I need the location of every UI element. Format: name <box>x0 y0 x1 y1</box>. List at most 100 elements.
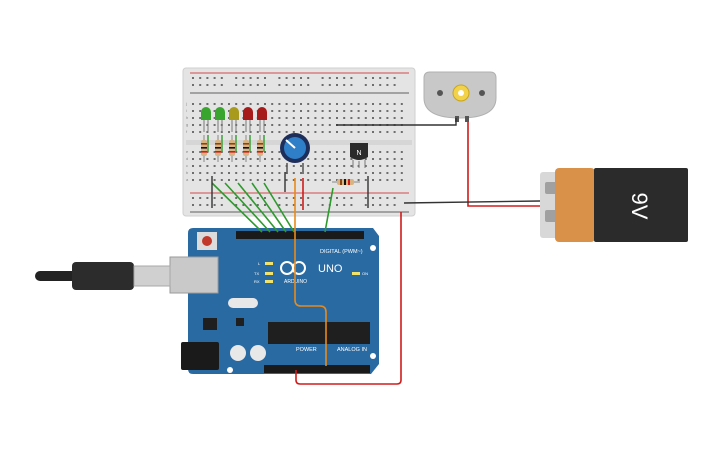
led[interactable] <box>201 107 211 162</box>
breadboard-hole[interactable] <box>379 165 382 167</box>
breadboard-hole[interactable] <box>321 110 324 112</box>
breadboard-hole[interactable] <box>300 117 302 119</box>
breadboard-hole[interactable] <box>343 77 346 79</box>
breadboard-hole[interactable] <box>264 84 266 86</box>
breadboard-hole[interactable] <box>307 165 310 167</box>
breadboard-hole[interactable] <box>364 179 367 181</box>
breadboard-hole[interactable] <box>357 110 360 112</box>
breadboard-hole[interactable] <box>328 197 331 199</box>
breadboard-hole[interactable] <box>256 179 259 181</box>
breadboard-hole[interactable] <box>213 179 216 181</box>
breadboard-hole[interactable] <box>192 172 194 174</box>
breadboard-hole[interactable] <box>278 117 281 119</box>
breadboard-hole[interactable] <box>328 131 331 133</box>
breadboard-hole[interactable] <box>271 165 274 167</box>
breadboard-hole[interactable] <box>364 77 367 79</box>
breadboard-hole[interactable] <box>213 172 216 174</box>
breadboard-hole[interactable] <box>278 158 281 160</box>
breadboard-hole[interactable] <box>249 165 252 167</box>
breadboard-hole[interactable] <box>386 131 389 133</box>
breadboard-hole[interactable] <box>386 165 389 167</box>
breadboard-hole[interactable] <box>372 84 374 86</box>
breadboard-hole[interactable] <box>220 197 223 199</box>
breadboard-hole[interactable] <box>400 172 403 174</box>
breadboard-hole[interactable] <box>350 172 353 174</box>
breadboard-hole[interactable] <box>328 110 331 112</box>
breadboard-hole[interactable] <box>278 165 281 167</box>
breadboard-hole[interactable] <box>206 158 209 160</box>
breadboard-hole[interactable] <box>206 172 209 174</box>
breadboard-hole[interactable] <box>220 77 223 79</box>
breadboard-hole[interactable] <box>256 172 259 174</box>
breadboard-hole[interactable] <box>300 197 302 199</box>
breadboard-hole[interactable] <box>278 77 281 79</box>
breadboard-hole[interactable] <box>400 103 403 105</box>
breadboard-hole[interactable] <box>314 179 317 181</box>
breadboard-hole[interactable] <box>199 84 202 86</box>
breadboard-hole[interactable] <box>285 179 288 181</box>
breadboard-hole[interactable] <box>328 158 331 160</box>
breadboard-hole[interactable] <box>249 172 252 174</box>
breadboard-hole[interactable] <box>271 172 274 174</box>
breadboard-hole[interactable] <box>350 158 353 160</box>
breadboard-hole[interactable] <box>192 165 194 167</box>
breadboard-hole[interactable] <box>328 124 331 126</box>
breadboard-hole[interactable] <box>314 103 317 105</box>
breadboard-hole[interactable] <box>321 103 324 105</box>
breadboard-hole[interactable] <box>300 124 302 126</box>
breadboard-hole[interactable] <box>256 84 259 86</box>
breadboard-hole[interactable] <box>235 84 238 86</box>
breadboard-hole[interactable] <box>393 117 396 119</box>
breadboard-hole[interactable] <box>256 197 259 199</box>
breadboard-hole[interactable] <box>314 124 317 126</box>
breadboard-hole[interactable] <box>242 165 245 167</box>
breadboard-hole[interactable] <box>192 84 194 86</box>
breadboard-hole[interactable] <box>264 204 266 206</box>
breadboard-hole[interactable] <box>393 179 396 181</box>
breadboard-hole[interactable] <box>206 204 209 206</box>
breadboard-hole[interactable] <box>307 197 310 199</box>
breadboard-hole[interactable] <box>192 179 194 181</box>
breadboard-hole[interactable] <box>228 103 230 105</box>
breadboard-hole[interactable] <box>400 110 403 112</box>
breadboard-hole[interactable] <box>235 165 238 167</box>
breadboard-hole[interactable] <box>372 172 374 174</box>
breadboard-hole[interactable] <box>379 151 382 153</box>
breadboard-hole[interactable] <box>242 124 245 126</box>
breadboard-hole[interactable] <box>220 172 223 174</box>
breadboard-hole[interactable] <box>271 103 274 105</box>
breadboard-hole[interactable] <box>307 131 310 133</box>
breadboard-hole[interactable] <box>393 131 396 133</box>
breadboard-hole[interactable] <box>285 110 288 112</box>
breadboard-hole[interactable] <box>264 77 266 79</box>
breadboard-hole[interactable] <box>192 124 194 126</box>
breadboard-hole[interactable] <box>256 124 259 126</box>
breadboard-hole[interactable] <box>235 172 238 174</box>
breadboard-hole[interactable] <box>343 103 346 105</box>
breadboard-hole[interactable] <box>336 165 338 167</box>
breadboard-hole[interactable] <box>242 84 245 86</box>
breadboard-hole[interactable] <box>292 179 295 181</box>
breadboard-hole[interactable] <box>350 103 353 105</box>
breadboard-hole[interactable] <box>256 77 259 79</box>
breadboard-hole[interactable] <box>192 131 194 133</box>
breadboard-hole[interactable] <box>307 110 310 112</box>
transistor[interactable]: N <box>350 143 368 168</box>
breadboard-hole[interactable] <box>220 103 223 105</box>
breadboard-hole[interactable] <box>249 124 252 126</box>
breadboard-hole[interactable] <box>343 172 346 174</box>
breadboard-hole[interactable] <box>350 165 353 167</box>
breadboard-hole[interactable] <box>350 204 353 206</box>
breadboard-hole[interactable] <box>206 103 209 105</box>
breadboard-hole[interactable] <box>206 84 209 86</box>
breadboard-hole[interactable] <box>386 117 389 119</box>
breadboard-hole[interactable] <box>249 131 252 133</box>
breadboard-hole[interactable] <box>372 165 374 167</box>
breadboard-hole[interactable] <box>321 117 324 119</box>
breadboard-hole[interactable] <box>307 179 310 181</box>
breadboard-hole[interactable] <box>199 197 202 199</box>
breadboard-hole[interactable] <box>372 158 374 160</box>
arduino-uno[interactable]: DIGITAL (PWM~) POWER ANALOG IN ARDUINO U… <box>169 228 379 374</box>
breadboard-hole[interactable] <box>213 110 216 112</box>
breadboard-hole[interactable] <box>228 124 230 126</box>
